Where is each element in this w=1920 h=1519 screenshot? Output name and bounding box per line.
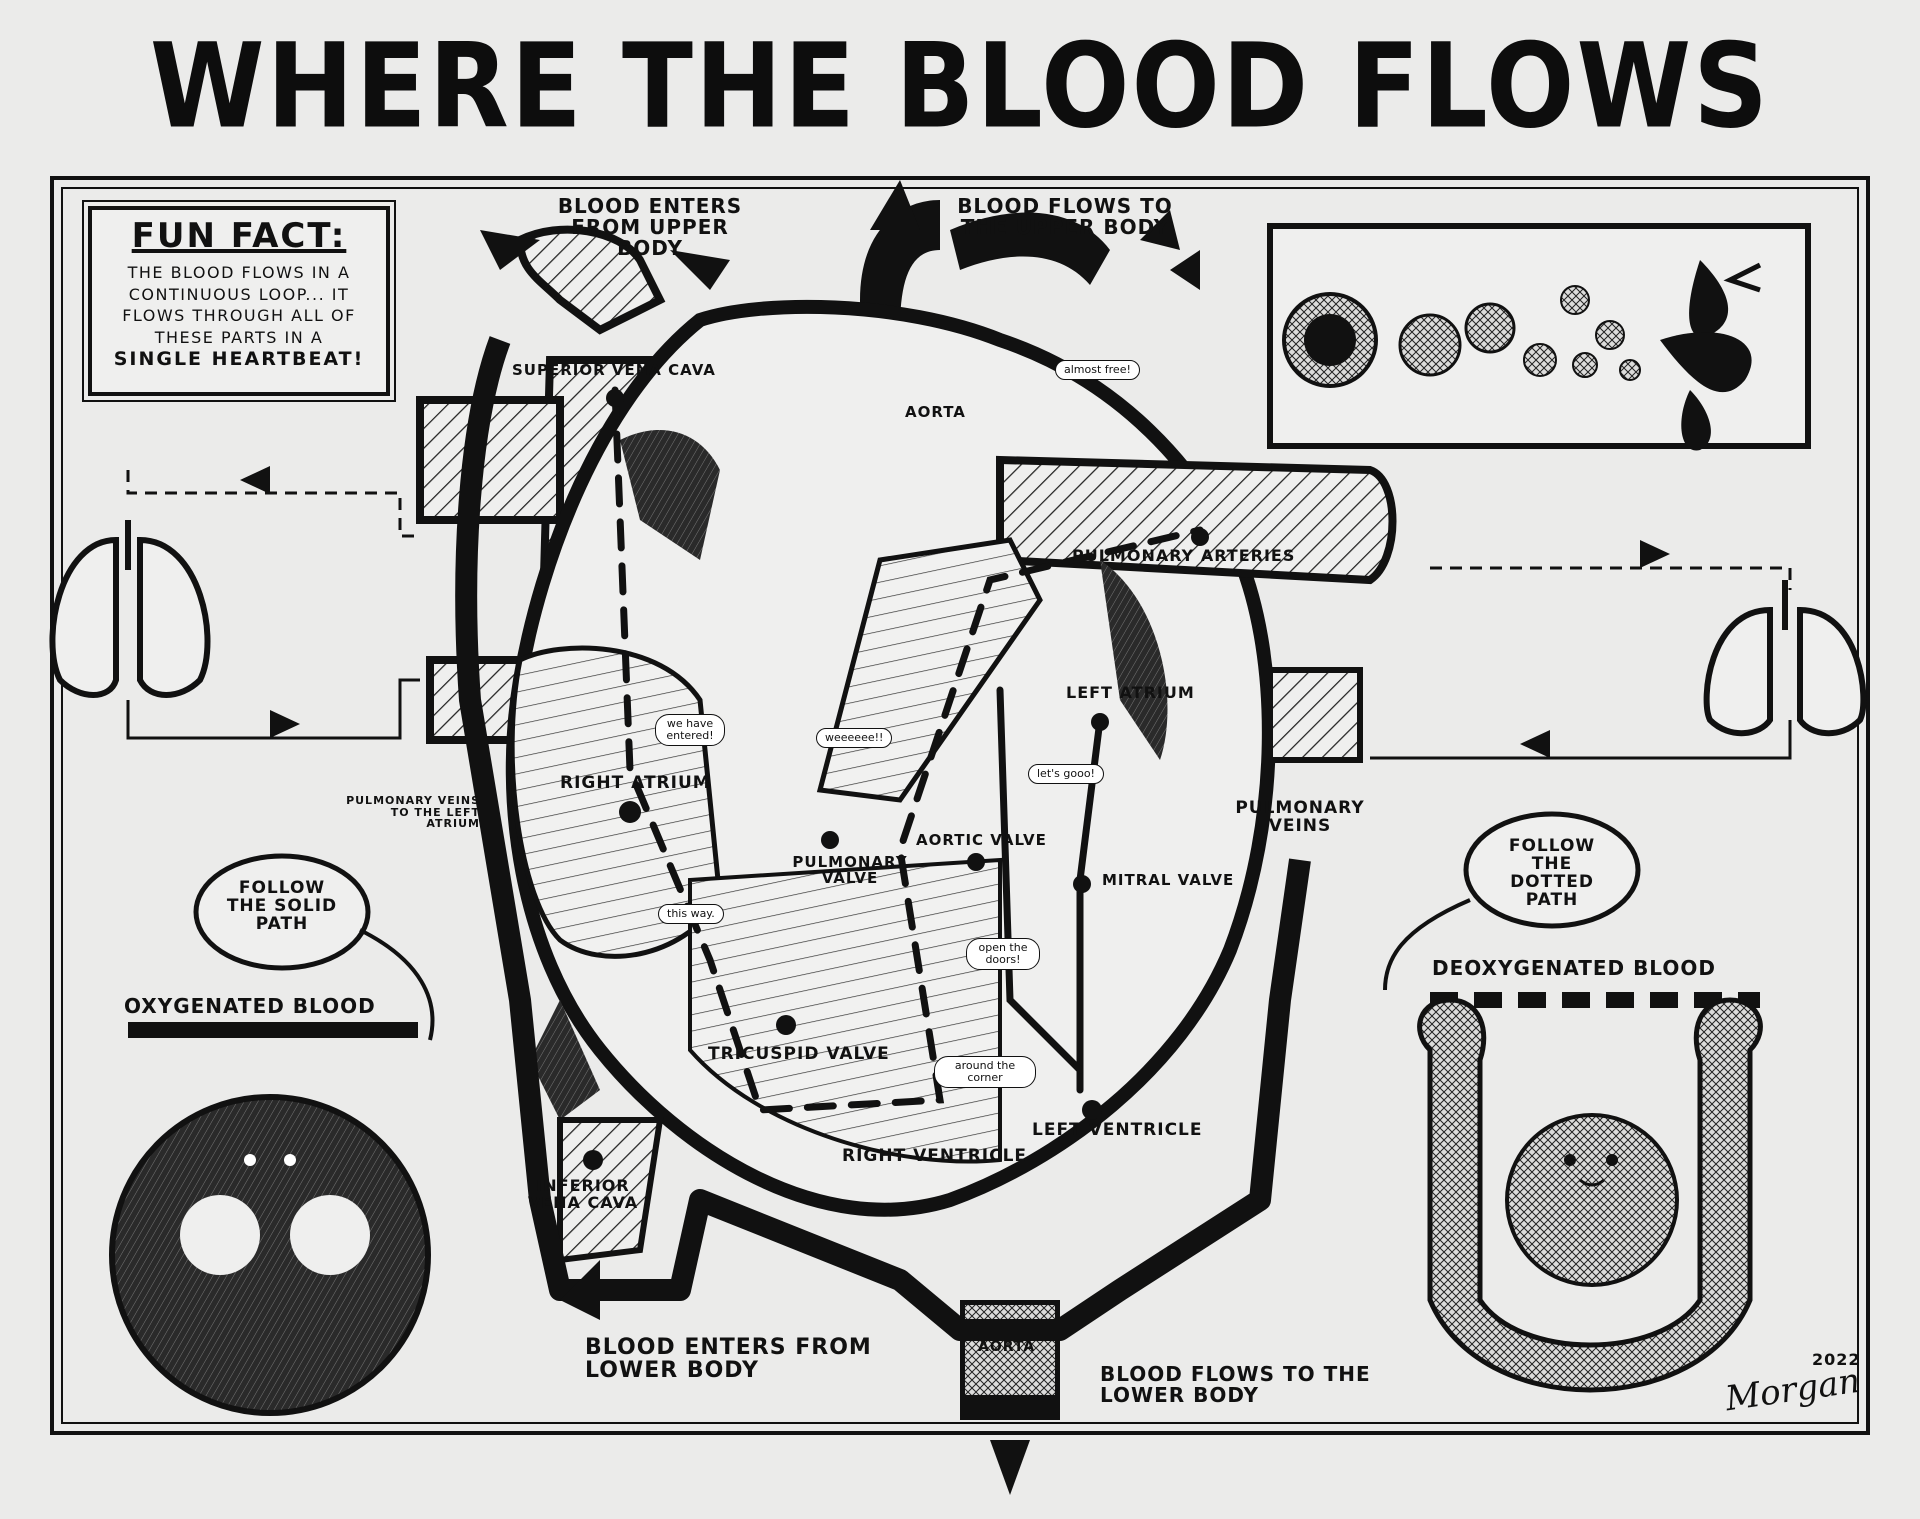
- label-right-ventricle: RIGHT VENTRICLE: [842, 1146, 1028, 1166]
- dotted-path-callout-text: FOLLOW THE DOTTED PATH: [1508, 836, 1596, 910]
- label-blood-enters-lower: BLOOD ENTERS FROM LOWER BODY: [585, 1335, 872, 1384]
- label-aorta-bottom: AORTA: [978, 1339, 1036, 1355]
- label-blood-flows-upper: BLOOD FLOWS TO THE UPPER BODY: [957, 194, 1173, 239]
- label-pulmonary-veins-left: PULMONARY VEINS TO THE LEFT ATRIUM: [346, 794, 480, 831]
- label-inferior-vena-cava: INFERIOR VENA CAVA: [527, 1176, 639, 1212]
- label-blood-flows-lower: BLOOD FLOWS TO THE LOWER BODY: [1100, 1362, 1371, 1407]
- lungs-right: [1703, 580, 1867, 737]
- deoxygenated-path: [611, 386, 1204, 1114]
- solid-path-callout: [193, 853, 371, 971]
- fun-fact-body: THE BLOOD FLOWS IN A CONTINUOUS LOOP... …: [122, 263, 356, 347]
- page-title: WHERE THE BLOOD FLOWS: [149, 18, 1771, 155]
- year: 2022: [1812, 1350, 1861, 1369]
- bubble-this-way: this way.: [658, 904, 724, 925]
- oxygenated-cell-character: [109, 1094, 431, 1416]
- lung-connectors: [126, 470, 1792, 760]
- blood-cells-illustration: [1282, 260, 1762, 451]
- solid-path-callout-text: FOLLOW THE SOLID PATH: [226, 878, 338, 934]
- inner-frame: [61, 187, 1859, 1424]
- outer-frame: [50, 176, 1870, 1435]
- label-pulmonary-valve: PULMONARY VALVE: [792, 853, 908, 887]
- path-nodes: [583, 389, 1209, 1170]
- bubble-weee: weeeeee!!: [816, 728, 893, 749]
- oxygenated-legend-line: [128, 1022, 418, 1038]
- flow-arrows: [240, 180, 1670, 1495]
- bubble-almost-free: almost free!: [1055, 360, 1140, 381]
- bubble-open-doors: open the doors!: [966, 938, 1040, 971]
- deoxygenated-label: DEOXYGENATED BLOOD: [1432, 956, 1716, 980]
- bubble-lets-gooo: let's gooo!: [1028, 764, 1104, 785]
- bubble-we-have-entered: we have entered!: [655, 714, 725, 747]
- oxygenated-label: OXYGENATED BLOOD: [124, 994, 376, 1018]
- fun-fact-heading: FUN FACT:: [131, 216, 347, 256]
- label-aorta-top: AORTA: [905, 403, 966, 421]
- label-mitral-valve: MITRAL VALVE: [1102, 871, 1235, 889]
- fun-fact-highlight: SINGLE HEARTBEAT!: [113, 348, 365, 371]
- label-right-atrium: RIGHT ATRIUM: [560, 773, 711, 793]
- lungs-left: [49, 520, 211, 698]
- label-pulmonary-veins-right: PULMONARY VEINS: [1235, 798, 1365, 836]
- label-left-ventricle: LEFT VENTRICLE: [1032, 1120, 1203, 1140]
- deoxygenated-cell-character: [1417, 997, 1763, 1393]
- fun-fact-box: FUN FACT: THE BLOOD FLOWS IN A CONTINUOU…: [82, 200, 396, 402]
- heart-outline: [416, 200, 1397, 1420]
- label-pulmonary-arteries: PULMONARY ARTERIES: [1072, 546, 1296, 565]
- bubble-around-corner: around the corner: [934, 1056, 1036, 1089]
- label-tricuspid-valve: TRICUSPID VALVE: [708, 1044, 890, 1064]
- dotted-path-callout: [1463, 811, 1641, 929]
- label-left-atrium: LEFT ATRIUM: [1066, 683, 1195, 702]
- label-aortic-valve: AORTIC VALVE: [916, 831, 1047, 849]
- label-blood-enters-upper: BLOOD ENTERS FROM UPPER BODY: [557, 194, 743, 260]
- label-superior-vena-cava: SUPERIOR VENA CAVA: [512, 361, 716, 379]
